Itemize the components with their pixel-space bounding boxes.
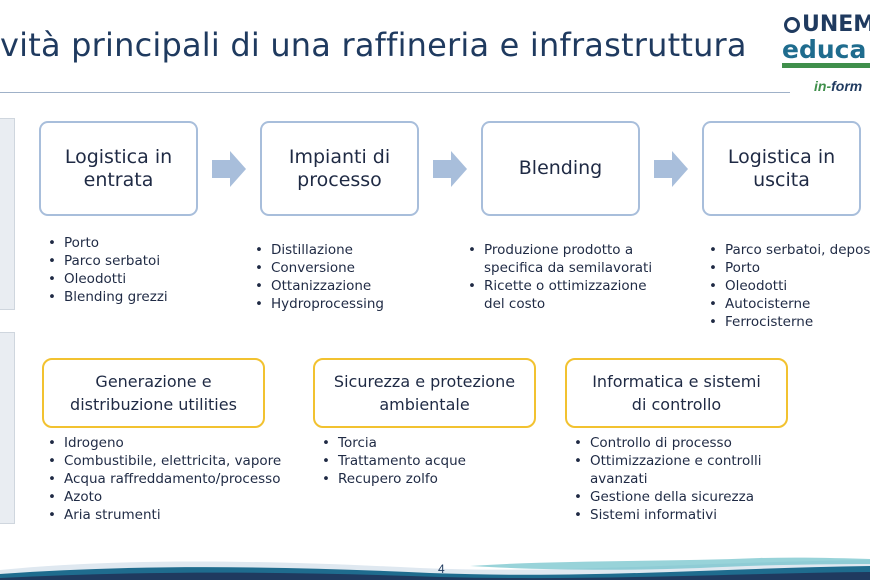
- educa-logo-bar: [782, 63, 870, 68]
- list-item: Ricette o ottimizzazione: [467, 277, 652, 295]
- unem-logo: UNEM: [784, 12, 870, 37]
- list-item: Autocisterne: [708, 295, 870, 313]
- educa-logo: educa: [782, 35, 867, 64]
- footer-wave-decoration: [0, 557, 870, 580]
- list-item: Produzione prodotto a: [467, 241, 652, 259]
- list-item: Ferrocisterne: [708, 313, 870, 331]
- title-divider: [0, 92, 790, 93]
- bullet-list-utilities: Idrogeno Combustibile, elettricita, vapo…: [47, 434, 281, 524]
- flow-box-blending: Blending: [481, 121, 640, 216]
- list-item: Ottimizzazione e controlli: [573, 452, 761, 470]
- list-item: Acqua raffreddamento/processo: [47, 470, 281, 488]
- list-item: Parco serbatoi, depos: [708, 241, 870, 259]
- list-item: Conversione: [254, 259, 384, 277]
- support-box-utilities: Generazione e distribuzione utilities: [42, 358, 265, 428]
- list-item: Idrogeno: [47, 434, 281, 452]
- list-item: specifica da semilavorati: [484, 260, 653, 276]
- page-title: vità principali di una raffineria e infr…: [0, 26, 747, 64]
- list-item: Combustibile, elettricita, vapore: [47, 452, 281, 470]
- list-item: Porto: [708, 259, 870, 277]
- bullet-list-blending: Produzione prodotto a specifica da semil…: [467, 241, 652, 313]
- list-item: Controllo di processo: [573, 434, 761, 452]
- globe-icon: [784, 17, 800, 33]
- inform-logo: in-form: [814, 78, 863, 94]
- list-item: Sistemi informativi: [573, 506, 761, 524]
- list-item: Porto: [47, 234, 168, 252]
- list-item: Gestione della sicurezza: [573, 488, 761, 506]
- list-item: Hydroprocessing: [254, 295, 384, 313]
- bullet-list-sicurezza: Torcia Trattamento acque Recupero zolfo: [321, 434, 466, 488]
- list-item: Azoto: [47, 488, 281, 506]
- list-item: avanzati: [590, 471, 648, 487]
- list-item: Aria strumenti: [47, 506, 281, 524]
- side-tab-primary: [0, 118, 15, 310]
- list-item: Distillazione: [254, 241, 384, 259]
- bullet-list-logistica-uscita: Parco serbatoi, depos Porto Oleodotti Au…: [708, 241, 870, 331]
- flow-box-logistica-entrata: Logistica in entrata: [39, 121, 198, 216]
- list-item: Ottanizzazione: [254, 277, 384, 295]
- bullet-list-logistica-entrata: Porto Parco serbatoi Oleodotti Blending …: [47, 234, 168, 306]
- bullet-list-informatica: Controllo di processo Ottimizzazione e c…: [573, 434, 761, 524]
- arrow-right-icon: [654, 151, 688, 187]
- side-tab-support: [0, 332, 15, 524]
- flow-box-impianti-processo: Impianti di processo: [260, 121, 419, 216]
- list-item: Trattamento acque: [321, 452, 466, 470]
- page-number: 4: [438, 562, 445, 576]
- list-item: Parco serbatoi: [47, 252, 168, 270]
- arrow-right-icon: [212, 151, 246, 187]
- list-item: Torcia: [321, 434, 466, 452]
- list-item: Blending grezzi: [47, 288, 168, 306]
- support-box-informatica: Informatica e sistemi di controllo: [565, 358, 788, 428]
- bullet-list-impianti-processo: Distillazione Conversione Ottanizzazione…: [254, 241, 384, 313]
- flow-box-logistica-uscita: Logistica in uscita: [702, 121, 861, 216]
- list-item: Oleodotti: [47, 270, 168, 288]
- arrow-right-icon: [433, 151, 467, 187]
- support-box-sicurezza: Sicurezza e protezione ambientale: [313, 358, 536, 428]
- list-item: del costo: [484, 296, 546, 312]
- list-item: Recupero zolfo: [321, 470, 466, 488]
- list-item: Oleodotti: [708, 277, 870, 295]
